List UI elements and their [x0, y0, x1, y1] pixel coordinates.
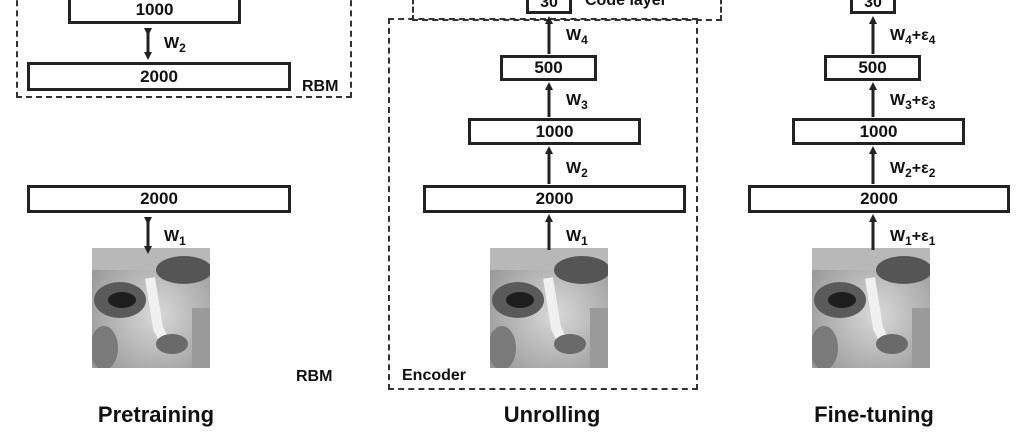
unrolling-code-layer-label: Code layer: [585, 0, 667, 9]
unrolling-weight-w4: W4: [566, 27, 588, 48]
unrolling-encoder-label: Encoder: [402, 367, 467, 384]
finetuning-code-layer-30: 30: [850, 0, 896, 14]
finetuning-layer-2000: 2000: [748, 185, 1010, 213]
unrolling-layer-500: 500: [500, 55, 597, 81]
unrolling-code-layer-30: 30: [526, 0, 572, 14]
finetuning-weight-w1: W1+ε1: [890, 228, 936, 249]
finetuning-caption: Fine-tuning: [814, 402, 934, 427]
finetuning-weight-w4: W4+ε4: [890, 27, 936, 48]
finetuning-weight-w2: W2+ε2: [890, 160, 936, 181]
unrolling-code-layer-box: [412, 0, 722, 21]
pretraining-weight-w1: W1: [164, 228, 186, 249]
unrolling-weight-w3: W3: [566, 92, 588, 113]
unrolling-caption: Unrolling: [503, 402, 601, 427]
finetuning-layer-500: 500: [824, 55, 921, 81]
unrolling-encoder-box: [388, 18, 698, 390]
finetuning-weight-w3: W3+ε3: [890, 92, 936, 113]
pretraining-face-image: [92, 248, 210, 368]
pretraining-layer-2000-top: 2000: [27, 62, 291, 91]
pretraining-weight-w2: W2: [164, 35, 186, 56]
pretraining-rbm-top-box: [16, 0, 352, 98]
pretraining-caption: Pretraining: [97, 402, 215, 427]
finetuning-layer-1000: 1000: [792, 118, 965, 145]
unrolling-weight-w1: W1: [566, 228, 588, 249]
pretraining-rbm-top-label: RBM: [302, 78, 339, 95]
pretraining-layer-2000-bottom: 2000: [27, 185, 291, 213]
unrolling-weight-w2: W2: [566, 160, 588, 181]
pretraining-layer-1000: 1000: [68, 0, 241, 24]
unrolling-layer-1000: 1000: [468, 118, 641, 145]
unrolling-layer-2000: 2000: [423, 185, 686, 213]
unrolling-face-image: [490, 248, 608, 368]
pretraining-rbm-bottom-label: RBM: [296, 368, 333, 385]
finetuning-face-image: [812, 248, 930, 368]
